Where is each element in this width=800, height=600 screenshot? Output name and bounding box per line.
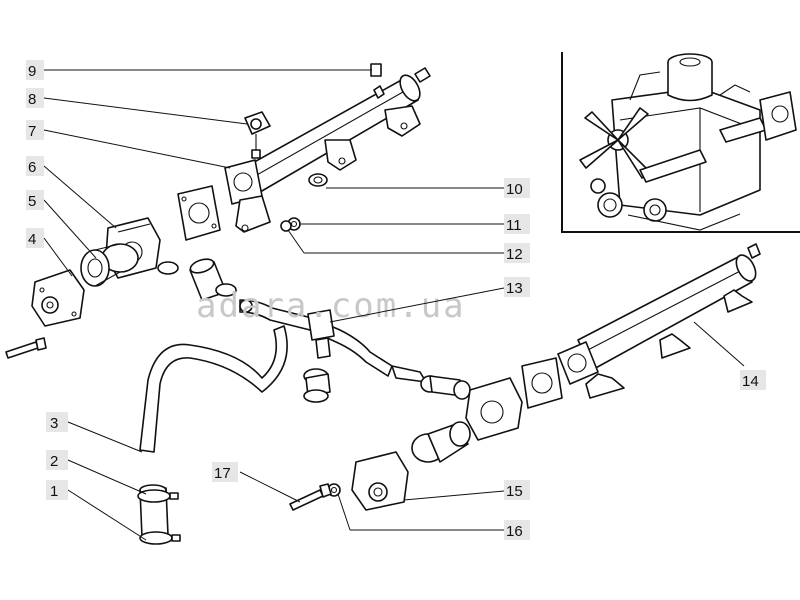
fitting-part-11	[280, 217, 301, 232]
callout-7: 7	[28, 123, 36, 140]
callout-1: 1	[50, 483, 58, 500]
bypass-pipe-part-13	[239, 299, 393, 403]
short-hose	[189, 258, 237, 301]
pump-cover-part-4	[31, 269, 85, 327]
callout-16: 16	[506, 523, 523, 540]
outlet-gasket	[521, 357, 563, 409]
manifold-gasket	[177, 185, 221, 241]
callout-17: 17	[214, 465, 231, 482]
cover-part-15	[351, 451, 409, 511]
callout-4: 4	[28, 231, 36, 248]
callout-13: 13	[506, 280, 523, 297]
clamp-part-10	[308, 173, 328, 187]
upper-manifold-pipe	[224, 63, 431, 233]
hose-clamps-part-1	[137, 489, 181, 545]
thermostat-part	[411, 421, 471, 463]
leader-lines	[43, 69, 745, 541]
fan-icon	[579, 107, 651, 179]
pipe-elbow-right	[391, 365, 471, 400]
callout-12: 12	[506, 246, 523, 263]
callout-10: 10	[506, 181, 523, 198]
lower-manifold-part-14	[557, 243, 761, 399]
bolt-part-17	[289, 483, 332, 511]
watermark-text: adara.com.ua	[196, 286, 466, 326]
callout-2: 2	[50, 453, 58, 470]
callout-6: 6	[28, 159, 36, 176]
callout-5: 5	[28, 193, 36, 210]
coolant-hose-part-3	[139, 325, 288, 453]
bolt-icon	[5, 337, 47, 359]
engine-inset	[561, 52, 800, 233]
callout-8: 8	[28, 91, 36, 108]
callout-15: 15	[506, 483, 523, 500]
callout-labels: 9 8 7 6 5 4 3 2 1 10 11 12 13 14 15 16 1	[26, 60, 766, 540]
callout-9: 9	[28, 63, 36, 80]
callout-14: 14	[742, 373, 759, 390]
callout-3: 3	[50, 415, 58, 432]
outlet-housing	[465, 377, 523, 441]
callout-11: 11	[506, 217, 522, 234]
pump-body-part-5	[80, 243, 139, 287]
